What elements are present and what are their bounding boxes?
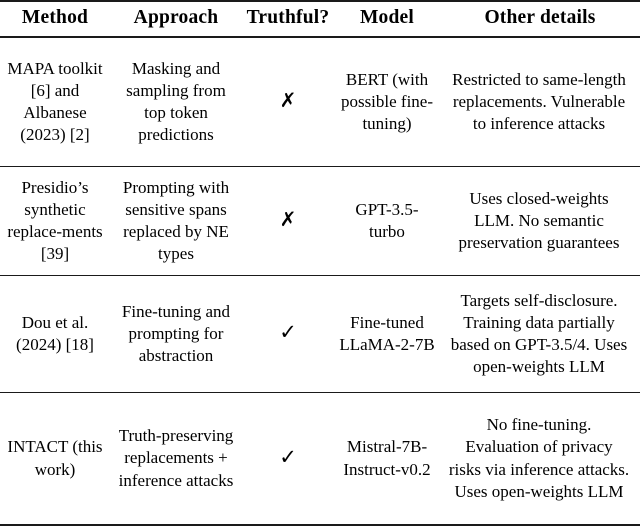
cell-truthful: ✗ (242, 166, 334, 276)
cell-truthful: ✓ (242, 275, 334, 393)
cell-model: Mistral-7B-Instruct-v0.2 (334, 392, 440, 526)
table-row: INTACT (this work) Truth-preserving repl… (0, 392, 640, 526)
check-icon: ✓ (279, 444, 297, 469)
column-header-approach: Approach (110, 0, 242, 38)
cell-model: Fine-tuned LLaMA-2-7B (334, 275, 440, 393)
cross-icon: ✗ (279, 207, 297, 232)
cell-approach: Prompting with sensitive spans replaced … (110, 166, 242, 276)
cell-model: BERT (with possible fine-tuning) (340, 69, 434, 134)
cell-approach: Masking and sampling from top token pred… (126, 58, 226, 145)
cell-other: No fine-tuning. Evaluation of privacy ri… (440, 392, 640, 526)
cell-method: Presidio’s synthetic replace-ments [39] (0, 166, 110, 276)
cell-approach: Truth-preserving replacements + inferenc… (110, 392, 242, 526)
cell-model: GPT-3.5-turbo (334, 166, 440, 276)
cell-other: Targets self-disclosure. Training data p… (440, 275, 640, 393)
table-row: Presidio’s synthetic replace-ments [39] … (0, 166, 640, 276)
cell-truthful: ✓ (242, 392, 334, 526)
cell-other: Restricted to same-length replacements. … (452, 69, 626, 134)
cell-truthful: ✗ (242, 37, 334, 167)
column-header-truthful: Truthful? (242, 0, 334, 38)
cell-method: INTACT (this work) (0, 392, 110, 526)
column-header-method: Method (0, 0, 110, 38)
cell-method: MAPA toolkit [6] and Albanese (2023) [2] (7, 58, 103, 145)
cell-method: Dou et al. (2024) [18] (0, 275, 110, 393)
cell-approach: Fine-tuning and prompting for abstractio… (110, 275, 242, 393)
table-row: MAPA toolkit [6] and Albanese (2023) [2]… (0, 37, 640, 167)
check-icon: ✓ (279, 320, 297, 345)
cross-icon: ✗ (279, 88, 297, 113)
column-header-model: Model (334, 0, 440, 38)
cell-other: Uses closed-weights LLM. No semantic pre… (440, 166, 640, 276)
table-header-row: Method Approach Truthful? Model Other de… (0, 0, 640, 38)
table-row: Dou et al. (2024) [18] Fine-tuning and p… (0, 275, 640, 393)
column-header-other: Other details (440, 0, 640, 38)
